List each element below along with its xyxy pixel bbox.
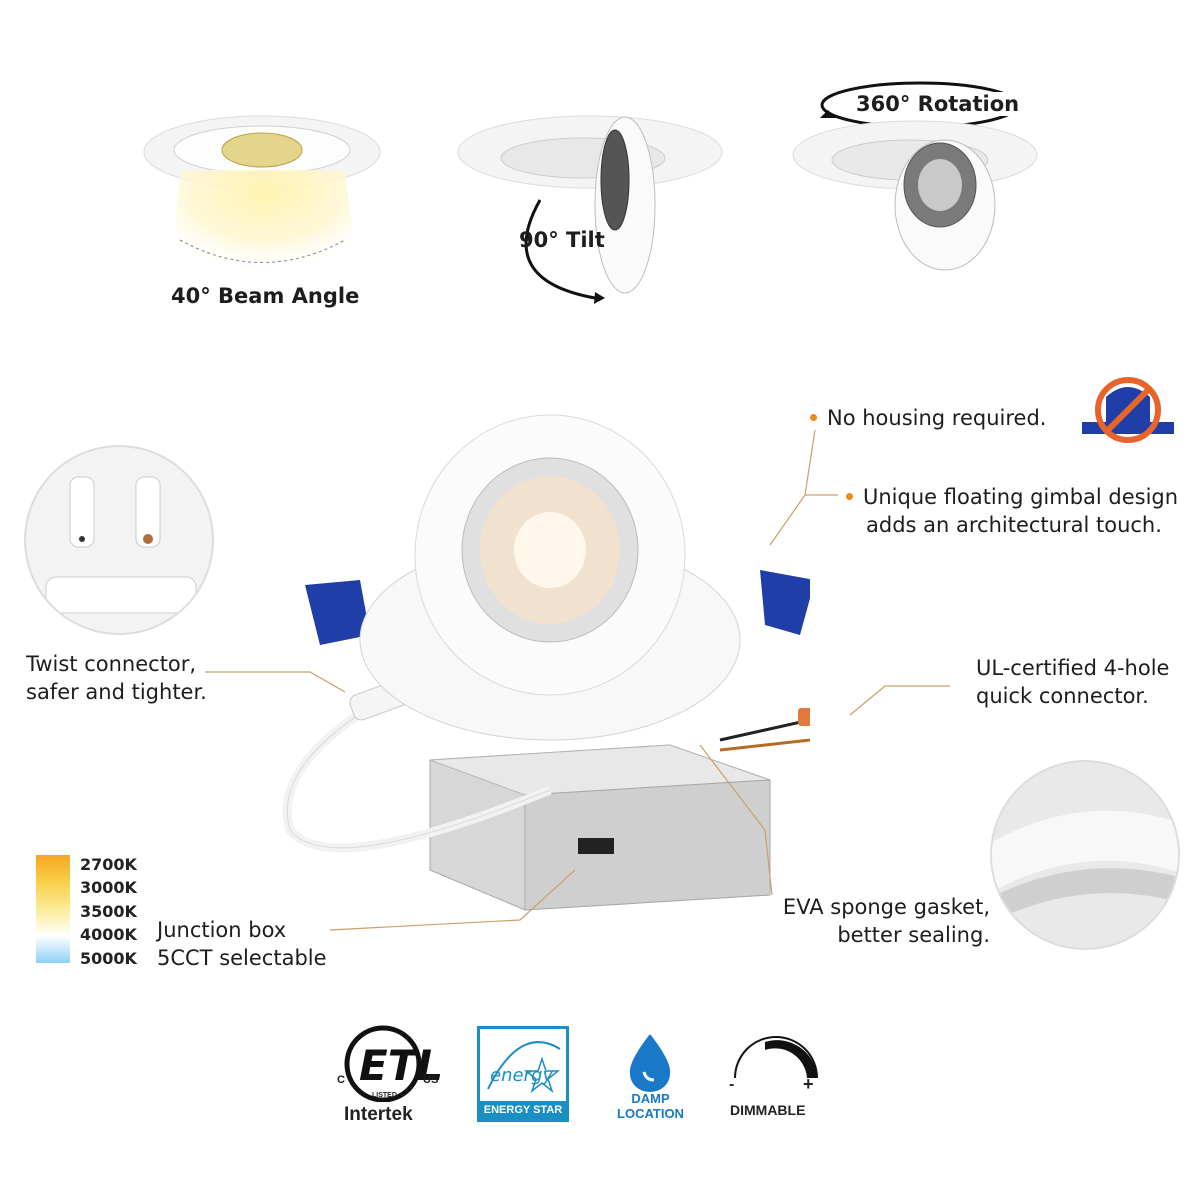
rotation-label: 360° Rotation (852, 92, 1024, 116)
cct-value: 5000K (80, 948, 137, 968)
beam-angle-feature: 40° Beam Angle (140, 110, 400, 320)
bullet-dot (846, 492, 853, 500)
damp-location-badge: DAMP LOCATION (608, 1030, 693, 1125)
downlight-with-junction-box (282, 414, 820, 911)
etl-us: US (423, 1074, 439, 1086)
gasket-detail (990, 760, 1180, 950)
tilt-fixture-illustration (457, 115, 723, 304)
rotation-feature: 360° Rotation (790, 80, 1050, 280)
etl-intertek-badge: ETL C US LISTED Intertek (335, 1022, 445, 1132)
ul-text-2: quick connector. (976, 684, 1149, 708)
cct-value: 2700K (80, 855, 137, 874)
damp-line-2: LOCATION (617, 1106, 684, 1121)
dimmer-arc-icon (734, 1036, 818, 1079)
dimmable-plus: + (803, 1074, 814, 1094)
cct-value: 3500K (80, 901, 137, 921)
energy-script: energy (490, 1065, 553, 1086)
ul-text-1: UL-certified 4-hole (976, 656, 1170, 680)
beam-angle-label: 40° Beam Angle (171, 284, 360, 308)
eva-gasket-callout: EVA sponge gasket, better sealing. (770, 893, 990, 949)
energy-star-badge: energy ENERGY STAR (477, 1026, 569, 1122)
gimbal-text-1: Unique floating gimbal design (863, 485, 1179, 509)
rotation-fixture-illustration (792, 81, 1038, 271)
water-drop-icon (629, 1034, 671, 1092)
dimmable-minus: - (729, 1076, 735, 1093)
twist-connector-detail (24, 445, 214, 635)
main-product-illustration (250, 400, 820, 940)
twist-connector-callout: Twist connector, safer and tighter. (26, 650, 207, 706)
cct-value: 3000K (80, 878, 137, 898)
dimmable-label: DIMMABLE (730, 1102, 806, 1118)
etl-listed: LISTED (372, 1092, 397, 1099)
eva-text-2: better sealing. (837, 923, 990, 947)
etl-c: C (337, 1074, 345, 1086)
energy-star-label: ENERGY STAR (480, 1101, 566, 1119)
cct-gradient-bar (36, 855, 70, 963)
tilt-label: 90° Tilt (519, 228, 605, 252)
jbox-text-1: Junction box (157, 918, 287, 942)
damp-line-1: DAMP (631, 1091, 670, 1106)
no-housing-icon (1078, 372, 1178, 452)
gimbal-callout: Unique floating gimbal design adds an ar… (846, 483, 1178, 539)
jbox-text-2: 5CCT selectable (157, 946, 327, 970)
eva-text-1: EVA sponge gasket, (782, 895, 990, 919)
twist-text-1: Twist connector, (26, 652, 197, 676)
cct-list: 2700K 3000K 3500K 4000K 5000K (80, 853, 137, 970)
dimmable-badge: - + DIMMABLE (725, 1030, 825, 1125)
twist-text-2: safer and tighter. (26, 680, 207, 704)
gimbal-text-2: adds an architectural touch. (866, 513, 1162, 537)
no-housing-text: No housing required. (827, 406, 1047, 430)
ul-connector-callout: UL-certified 4-hole quick connector. (976, 654, 1169, 710)
beam-fixture-illustration (143, 115, 381, 285)
cct-value: 4000K (80, 925, 137, 945)
cct-switch (578, 838, 614, 854)
tilt-feature: 90° Tilt (455, 110, 740, 310)
svg-text:ETL: ETL (359, 1041, 443, 1090)
junction-box-callout: Junction box 5CCT selectable (157, 916, 327, 972)
etl-intertek-text: Intertek (344, 1104, 413, 1125)
no-housing-callout: No housing required. (810, 406, 1046, 430)
bullet-dot (810, 413, 817, 421)
